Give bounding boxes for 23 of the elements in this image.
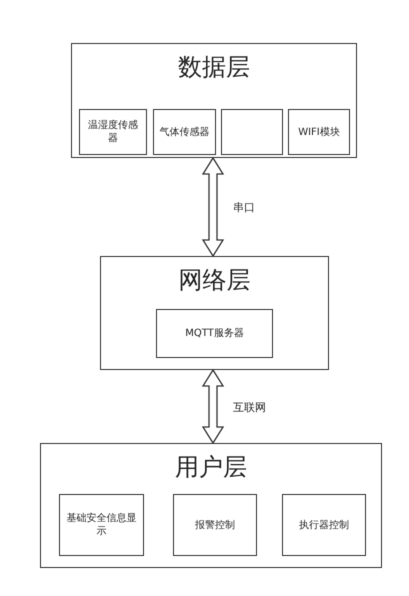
module-box: [173, 494, 257, 556]
module-label: 气体传感器: [158, 126, 210, 138]
layer-title: 用户层: [174, 452, 248, 482]
module-label: WIFI模块: [297, 126, 341, 138]
module-box: [288, 109, 350, 155]
layer-title: 数据层: [177, 52, 251, 82]
module-box: [221, 109, 283, 155]
module-box: [156, 309, 273, 358]
double-arrow: [202, 156, 224, 258]
module-label: 基础安全信息显示: [66, 512, 138, 538]
layer-box: [40, 443, 382, 568]
module-label: MQTT服务器: [184, 327, 245, 340]
double-arrow: [202, 368, 224, 444]
module-box: [59, 494, 144, 556]
layer-box: [71, 43, 357, 158]
layer-box: [100, 256, 329, 370]
module-label: 执行器控制: [298, 518, 350, 532]
module-label: 报警控制: [194, 518, 236, 532]
module-box: [282, 494, 366, 556]
module-box: [79, 109, 147, 155]
layer-title: 网络层: [178, 265, 252, 295]
module-box: [153, 109, 216, 155]
module-label: 温湿度传感器: [87, 119, 139, 145]
